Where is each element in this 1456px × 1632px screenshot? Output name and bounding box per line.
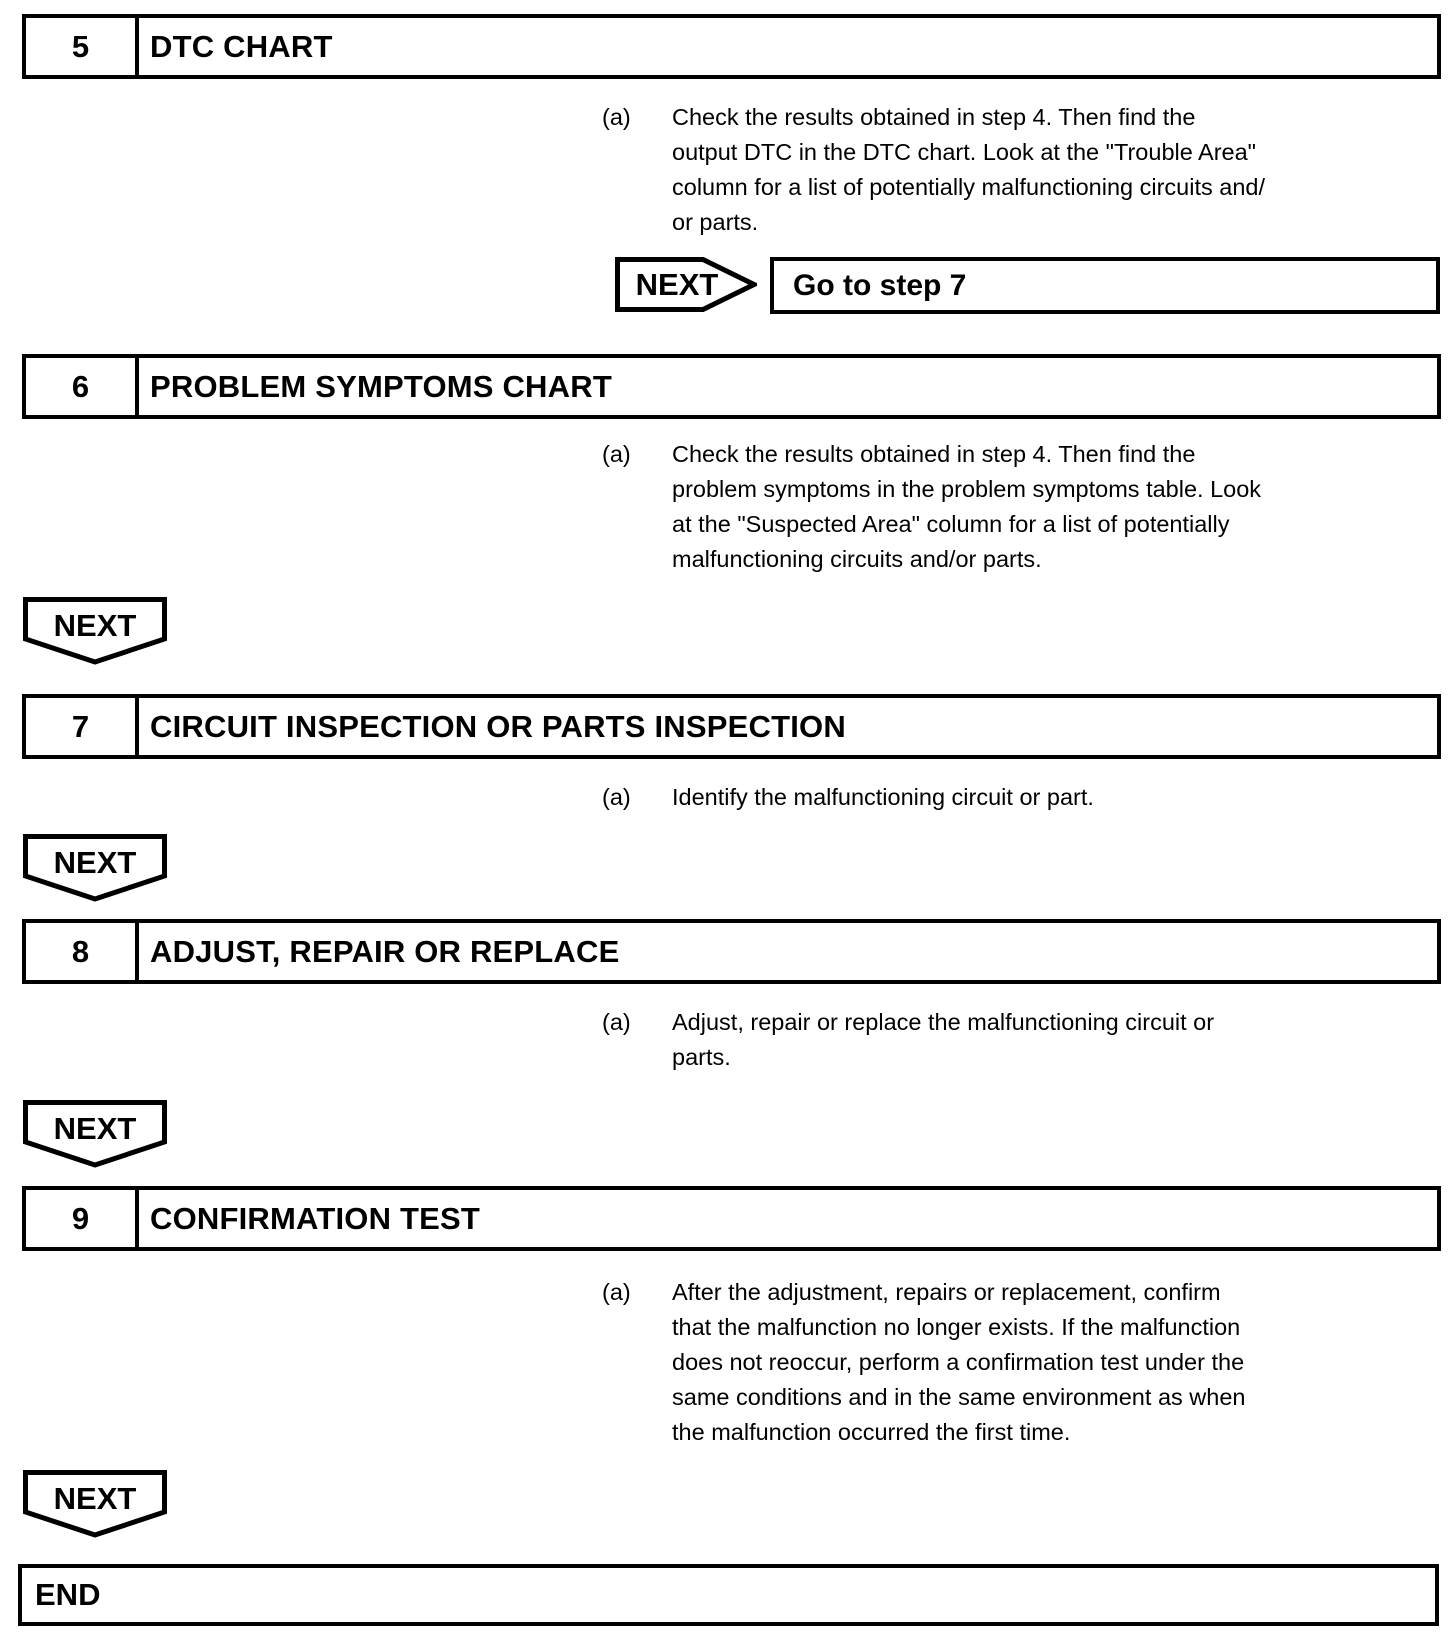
step-6-header-box: 6 PROBLEM SYMPTOMS CHART — [22, 354, 1441, 419]
step-6-instruction: (a) Check the results obtained in step 4… — [602, 437, 1432, 577]
step-9-header-box: 9 CONFIRMATION TEST — [22, 1186, 1441, 1251]
next-arrow-down-icon: NEXT — [23, 834, 167, 902]
instruction-text: Check the results obtained in step 4. Th… — [672, 104, 1266, 235]
next-label: NEXT — [54, 845, 137, 880]
end-box: END — [18, 1564, 1439, 1626]
next-arrow-down-icon: NEXT — [23, 1100, 167, 1168]
instruction-text: Check the results obtained in step 4. Th… — [672, 441, 1262, 572]
step-5-header-box: 5 DTC CHART — [22, 14, 1441, 79]
instruction-label: (a) — [602, 1009, 631, 1035]
end-label: END — [35, 1577, 101, 1612]
step-number: 7 — [26, 698, 139, 755]
step-title: PROBLEM SYMPTOMS CHART — [150, 368, 612, 404]
next-label: NEXT — [54, 1111, 137, 1146]
instruction-label: (a) — [602, 441, 631, 467]
step-title: CIRCUIT INSPECTION OR PARTS INSPECTION — [150, 708, 846, 744]
step-number: 9 — [26, 1190, 139, 1247]
step-number: 8 — [26, 923, 139, 980]
instruction-label: (a) — [602, 784, 631, 810]
next-label: NEXT — [54, 1481, 137, 1516]
instruction-text: Identify the malfunctioning circuit or p… — [672, 784, 1094, 810]
instruction-label: (a) — [602, 1279, 631, 1305]
next-label: NEXT — [54, 608, 137, 643]
step-number: 6 — [26, 358, 139, 415]
instruction-text: Adjust, repair or replace the malfunctio… — [672, 1009, 1215, 1070]
step-5-instruction: (a) Check the results obtained in step 4… — [602, 100, 1432, 240]
next-label: NEXT — [636, 267, 719, 302]
step-7-instruction: (a) Identify the malfunctioning circuit … — [602, 780, 1432, 815]
next-row: NEXT Go to step 7 — [615, 257, 1456, 314]
step-8-header-box: 8 ADJUST, REPAIR OR REPLACE — [22, 919, 1441, 984]
next-arrow-right-icon: NEXT — [615, 257, 757, 312]
instruction-label: (a) — [602, 104, 631, 130]
step-7-header-box: 7 CIRCUIT INSPECTION OR PARTS INSPECTION — [22, 694, 1441, 759]
step-title: CONFIRMATION TEST — [150, 1200, 481, 1236]
step-9-instruction: (a) After the adjustment, repairs or rep… — [602, 1275, 1432, 1450]
go-to-step-box: Go to step 7 — [770, 257, 1440, 314]
next-arrow-down-icon: NEXT — [23, 597, 167, 665]
instruction-text: After the adjustment, repairs or replace… — [672, 1279, 1246, 1445]
step-number: 5 — [26, 18, 139, 75]
step-title: DTC CHART — [150, 28, 333, 64]
go-to-step-label: Go to step 7 — [793, 268, 967, 302]
step-8-instruction: (a) Adjust, repair or replace the malfun… — [602, 1005, 1432, 1075]
step-title: ADJUST, REPAIR OR REPLACE — [150, 933, 620, 969]
next-arrow-down-icon: NEXT — [23, 1470, 167, 1538]
